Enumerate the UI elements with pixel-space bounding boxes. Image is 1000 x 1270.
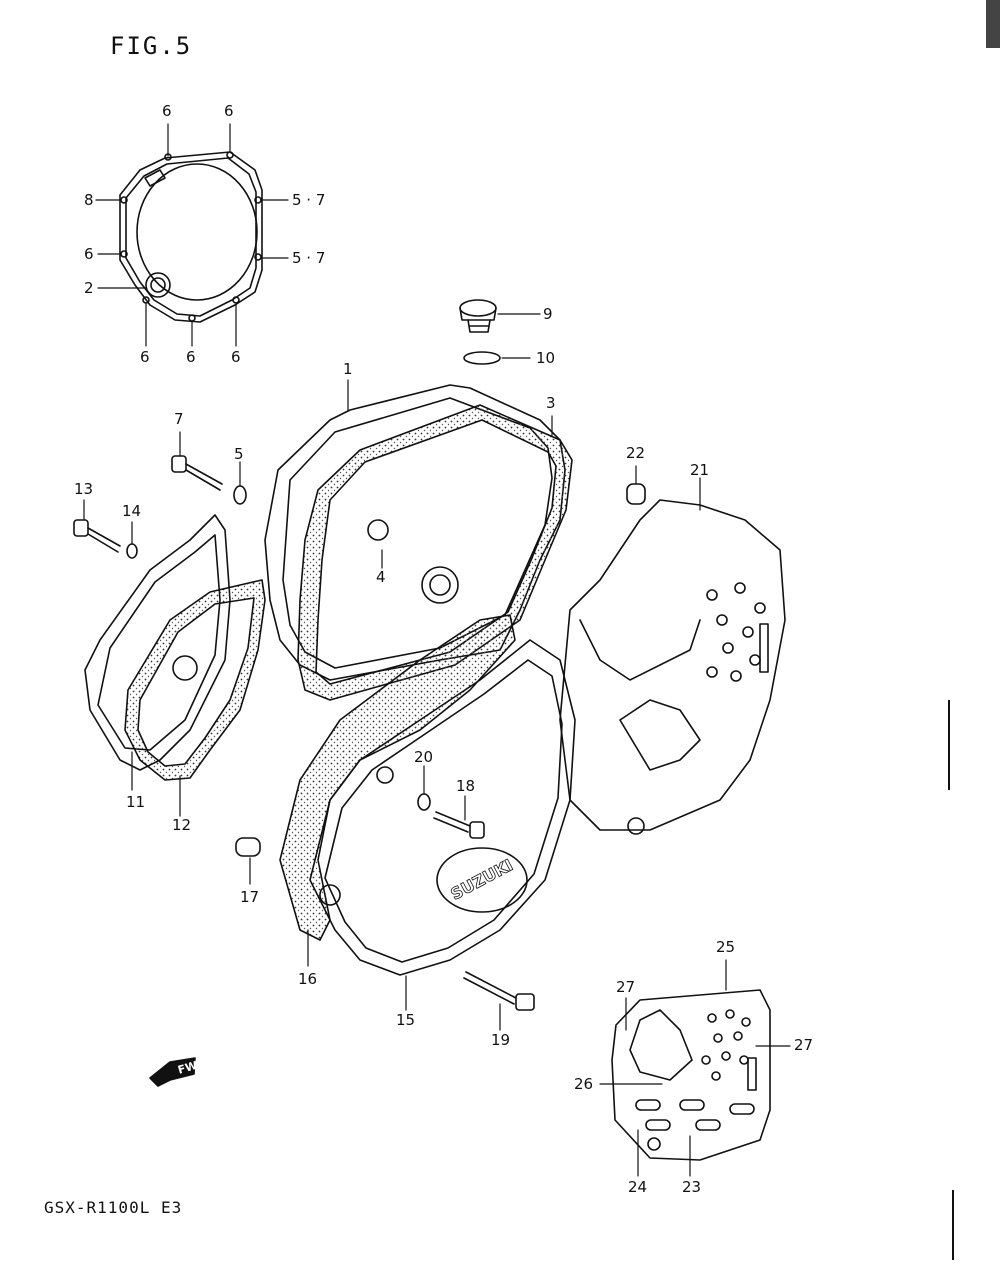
washer-5 [233,485,247,505]
guard-plate [611,989,771,1161]
generator-cover [84,514,231,771]
clutch-cover-top-view [119,151,263,323]
callout-22: 22 [626,444,646,462]
callout-10: 10 [536,349,556,367]
callout-25: 25 [716,938,736,956]
bolt-19 [463,971,535,1011]
callout-7: 7 [174,410,184,428]
callout-17: 17 [240,888,260,906]
fwd-arrow-icon [149,1057,196,1087]
bolt-7 [171,455,223,491]
callout-5: 5 [234,445,244,463]
dowel-pin-22 [626,483,646,505]
scan-edge-line [952,1190,954,1260]
callout-9: 9 [543,305,553,323]
callout-14: 14 [122,502,142,520]
dowel-pin-17 [235,837,261,857]
callout-13: 13 [74,480,94,498]
callout-4: 4 [376,568,386,586]
washer-14 [126,543,138,559]
o-ring [463,351,501,365]
scan-edge-mark [986,0,1000,48]
bolt-18 [433,811,485,839]
engine-guard [559,499,786,835]
starter-clutch-cover [309,639,576,976]
callout-11: 11 [126,793,146,811]
callout-19: 19 [491,1031,511,1049]
callout-5-7: 5 · 7 [292,249,326,267]
callout-24: 24 [628,1178,648,1196]
leader-lines [83,123,791,1177]
callout-6: 6 [231,348,241,366]
scan-edge-line [948,700,950,790]
model-label: GSX-R1100L E3 [44,1198,183,1217]
callout-5-7: 5 · 7 [292,191,326,209]
callout-6: 6 [186,348,196,366]
callout-6: 6 [162,102,172,120]
callout-23: 23 [682,1178,702,1196]
callout-20: 20 [414,748,434,766]
suzuki-logo-stamp: SUZUKI [448,855,516,903]
callout-8: 8 [84,191,94,209]
callout-12: 12 [172,816,192,834]
callout-2: 2 [84,279,94,297]
callout-6: 6 [84,245,94,263]
figure-title: FIG.5 [110,32,193,60]
callout-21: 21 [690,461,710,479]
bolt-13 [73,519,121,553]
callout-6: 6 [224,102,234,120]
callout-16: 16 [298,970,318,988]
callout-27: 27 [616,978,636,996]
callout-18: 18 [456,777,476,795]
oil-filler-cap [459,299,497,333]
callout-27: 27 [794,1036,814,1054]
generator-gasket [124,579,266,781]
callout-3: 3 [546,394,556,412]
callout-26: 26 [574,1075,594,1093]
callout-1: 1 [343,360,353,378]
callout-6: 6 [140,348,150,366]
washer-20 [417,793,431,811]
callout-15: 15 [396,1011,416,1029]
